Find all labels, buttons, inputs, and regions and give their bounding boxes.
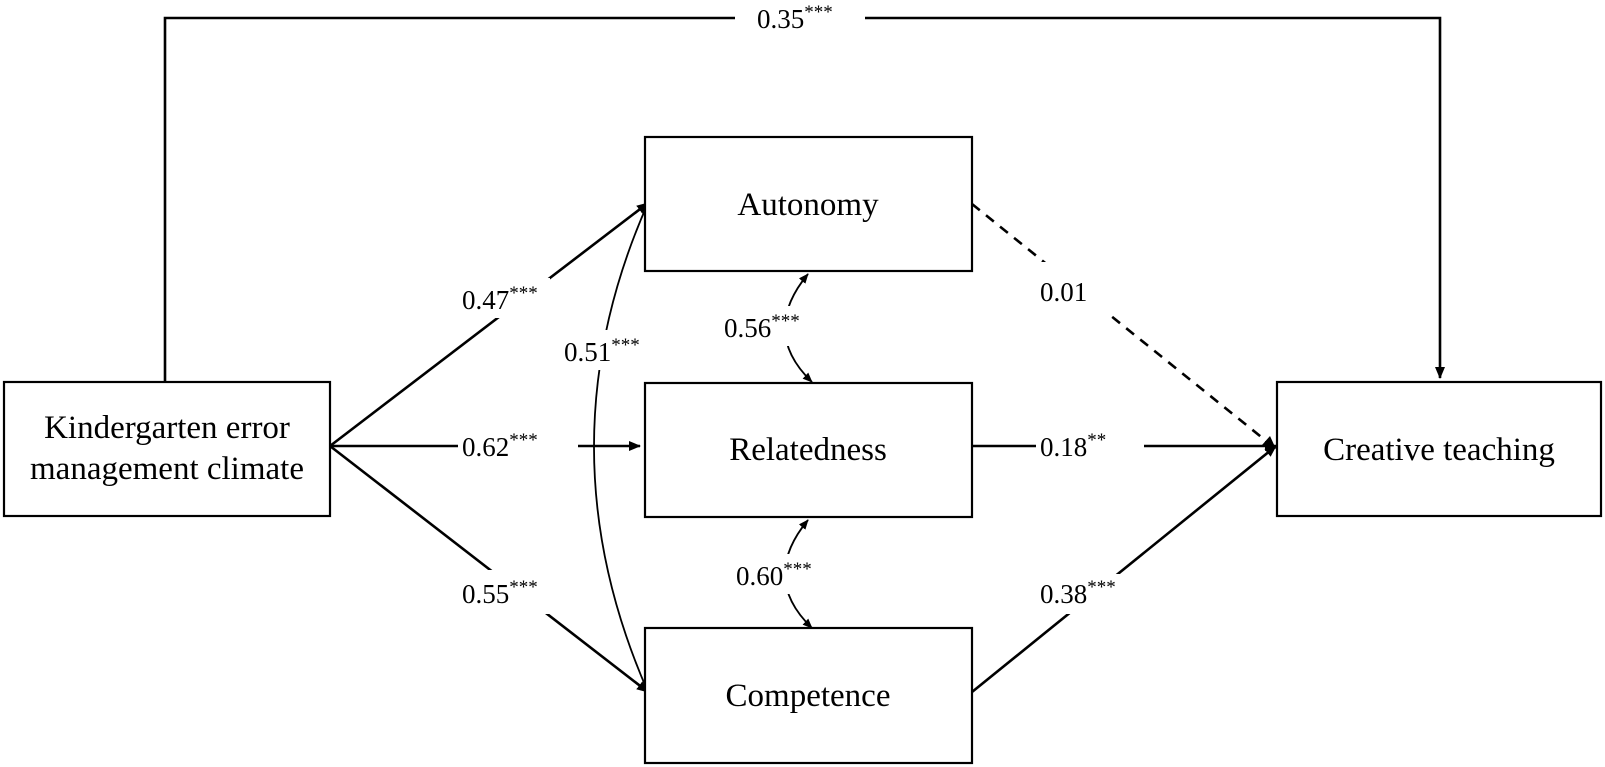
correlation-autonomy-relatedness: 0.56*** xyxy=(722,273,813,383)
node-predictor: Kindergarten error management climate xyxy=(2,380,332,518)
path-relatedness-outcome: 0.18** xyxy=(972,428,1277,464)
node-competence: Competence xyxy=(643,626,974,765)
node-predictor-line2: management climate xyxy=(30,451,304,487)
node-relatedness-label: Relatedness xyxy=(729,432,887,468)
node-competence-label: Competence xyxy=(726,678,891,714)
path-predictor-competence: 0.55*** xyxy=(329,444,649,694)
correlation-relatedness-competence: 0.60*** xyxy=(734,519,820,629)
node-predictor-line1: Kindergarten error xyxy=(44,410,290,446)
path-autonomy-outcome-coef: 0.01 xyxy=(1040,277,1087,307)
node-autonomy: Autonomy xyxy=(643,135,974,273)
direct-path: 0.35*** xyxy=(163,2,1445,382)
node-outcome: Creative teaching xyxy=(1275,380,1603,518)
direct-path-coef: 0.35*** xyxy=(757,2,833,34)
correlation-autonomy-relatedness-coef: 0.56*** xyxy=(724,311,800,343)
correlation-relatedness-competence-coef: 0.60*** xyxy=(736,559,812,591)
node-outcome-label: Creative teaching xyxy=(1323,432,1555,468)
path-predictor-autonomy: 0.47*** xyxy=(329,201,649,448)
path-predictor-relatedness: 0.62*** xyxy=(330,428,641,464)
path-autonomy-outcome: 0.01 xyxy=(971,202,1276,449)
correlation-autonomy-competence-coef: 0.51*** xyxy=(564,335,640,367)
node-autonomy-label: Autonomy xyxy=(737,187,879,223)
path-predictor-competence-coef: 0.55*** xyxy=(462,577,538,609)
path-competence-outcome-coef: 0.38*** xyxy=(1040,577,1116,609)
node-relatedness: Relatedness xyxy=(643,381,974,519)
path-relatedness-outcome-coef: 0.18** xyxy=(1040,430,1106,462)
correlation-autonomy-competence: 0.51*** xyxy=(562,202,649,693)
path-predictor-autonomy-coef: 0.47*** xyxy=(462,283,538,315)
path-competence-outcome: 0.38*** xyxy=(971,444,1277,694)
path-predictor-relatedness-coef: 0.62*** xyxy=(462,430,538,462)
